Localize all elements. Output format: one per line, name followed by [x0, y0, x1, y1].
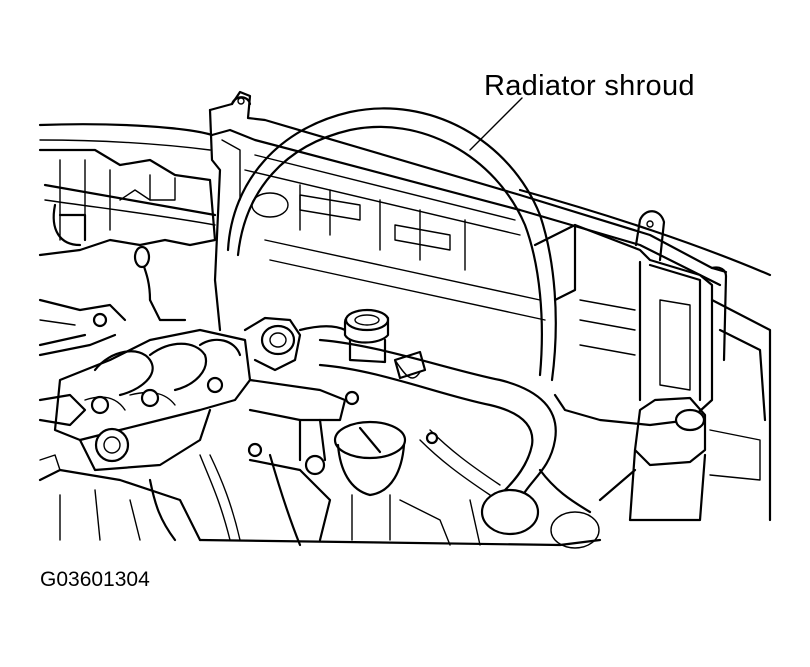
oil-filler-cap — [333, 420, 407, 541]
radiator-cap — [343, 308, 390, 364]
engine-block-lower — [38, 390, 602, 547]
radiator-core-support — [208, 90, 728, 362]
intake-manifold — [53, 328, 252, 472]
radiator-shroud — [226, 107, 557, 382]
hose-clamp — [393, 350, 427, 380]
left-accessories — [38, 298, 127, 471]
upper-radiator-hose — [318, 338, 600, 549]
coolant-reservoir — [533, 223, 714, 427]
throttle-body — [243, 316, 347, 422]
right-fender-assembly — [598, 298, 772, 522]
radiator-shroud-label: Radiator shroud — [484, 70, 695, 102]
callout-leader — [469, 97, 523, 151]
left-fender-assembly — [38, 148, 217, 257]
vacuum-lines — [38, 245, 501, 547]
hood-edge — [38, 123, 772, 277]
figure-id: G03601304 — [40, 568, 150, 591]
